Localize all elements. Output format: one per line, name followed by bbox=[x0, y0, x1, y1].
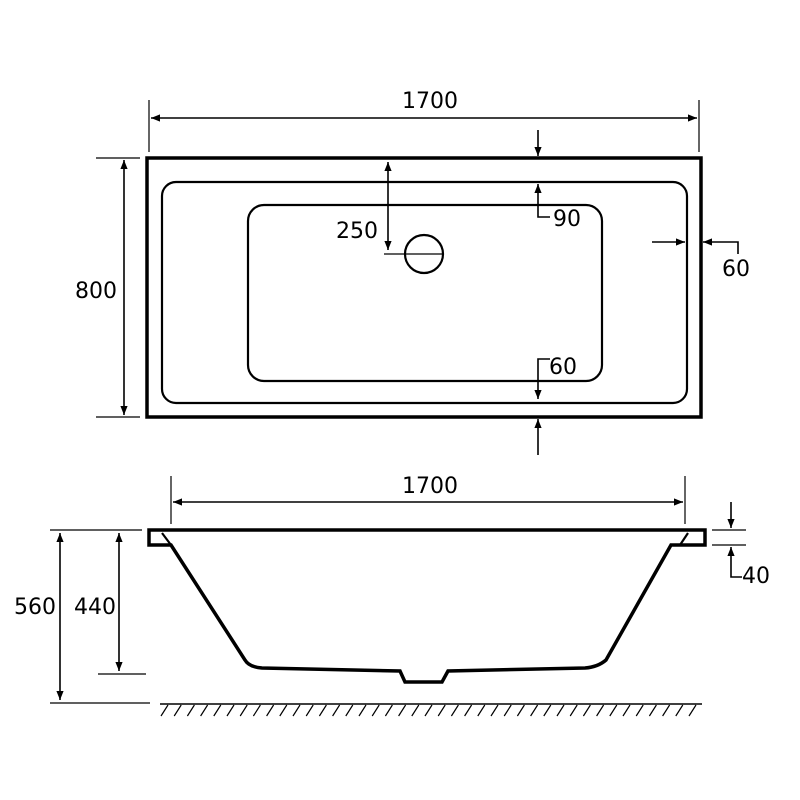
floor-hatch-mark bbox=[358, 704, 367, 717]
total-height-label: 560 bbox=[14, 595, 56, 620]
rim-top-label: 90 bbox=[553, 207, 581, 232]
floor-hatch-mark bbox=[464, 704, 473, 717]
rim-bottom-label: 60 bbox=[549, 355, 577, 380]
plan-length-label: 1700 bbox=[402, 89, 458, 114]
rim-side-arrow-outer bbox=[703, 238, 739, 254]
floor-hatch-mark bbox=[226, 704, 235, 717]
floor-hatch-mark bbox=[411, 704, 420, 717]
rim-bottom-arrow-upper bbox=[534, 358, 550, 399]
floor-hatch-mark bbox=[279, 704, 288, 717]
floor-hatch-mark bbox=[596, 704, 605, 717]
floor-hatch-mark bbox=[186, 704, 195, 717]
floor-hatch-mark bbox=[424, 704, 433, 717]
floor-hatch-mark bbox=[398, 704, 407, 717]
side-view: 1700 560 440 40 bbox=[14, 474, 770, 717]
floor-hatch-mark bbox=[292, 704, 301, 717]
floor-hatch-mark bbox=[437, 704, 446, 717]
plan-view: 1700 800 250 90 60 60 bbox=[75, 89, 750, 455]
floor-hatch-mark bbox=[582, 704, 591, 717]
plan-width-label: 800 bbox=[75, 279, 117, 304]
floor-hatch-mark bbox=[530, 704, 539, 717]
bath-side-profile bbox=[147, 528, 707, 684]
rim-underside-right bbox=[679, 532, 689, 546]
floor-hatch-mark bbox=[318, 704, 327, 717]
floor-hatching bbox=[160, 704, 697, 717]
floor-hatch-mark bbox=[173, 704, 182, 717]
bath-inner-edge bbox=[160, 180, 689, 405]
floor-hatch-mark bbox=[569, 704, 578, 717]
floor-hatch-mark bbox=[490, 704, 499, 717]
waste-offset-label: 250 bbox=[336, 219, 378, 244]
floor-hatch-mark bbox=[450, 704, 459, 717]
bath-depth-label: 440 bbox=[74, 595, 116, 620]
floor-hatch-mark bbox=[200, 704, 209, 717]
floor-hatch-mark bbox=[675, 704, 684, 717]
floor-hatch-mark bbox=[635, 704, 644, 717]
rim-top-arrow-lower bbox=[534, 184, 550, 218]
floor-hatch-mark bbox=[160, 704, 169, 717]
floor-hatch-mark bbox=[239, 704, 248, 717]
floor-hatch-mark bbox=[609, 704, 618, 717]
bath-outer-rim bbox=[145, 156, 703, 419]
floor-hatch-mark bbox=[371, 704, 380, 717]
rim-thickness-arrow-lower bbox=[727, 547, 742, 578]
floor-hatch-mark bbox=[213, 704, 222, 717]
floor-hatch-mark bbox=[477, 704, 486, 717]
floor-hatch-mark bbox=[622, 704, 631, 717]
rim-thickness-label: 40 bbox=[742, 564, 770, 589]
floor-hatch-mark bbox=[556, 704, 565, 717]
floor-hatch-mark bbox=[503, 704, 512, 717]
rim-side-label: 60 bbox=[722, 257, 750, 282]
floor-hatch-mark bbox=[345, 704, 354, 717]
floor-hatch-mark bbox=[516, 704, 525, 717]
floor-hatch-mark bbox=[266, 704, 275, 717]
rim-underside-left bbox=[161, 532, 172, 546]
floor-hatch-mark bbox=[384, 704, 393, 717]
side-length-label: 1700 bbox=[402, 474, 458, 499]
floor-hatch-mark bbox=[252, 704, 261, 717]
floor-hatch-mark bbox=[662, 704, 671, 717]
floor-hatch-mark bbox=[305, 704, 314, 717]
floor-hatch-mark bbox=[648, 704, 657, 717]
floor-hatch-mark bbox=[543, 704, 552, 717]
floor-hatch-mark bbox=[332, 704, 341, 717]
floor-hatch-mark bbox=[688, 704, 697, 717]
bath-basin-floor bbox=[246, 203, 604, 383]
